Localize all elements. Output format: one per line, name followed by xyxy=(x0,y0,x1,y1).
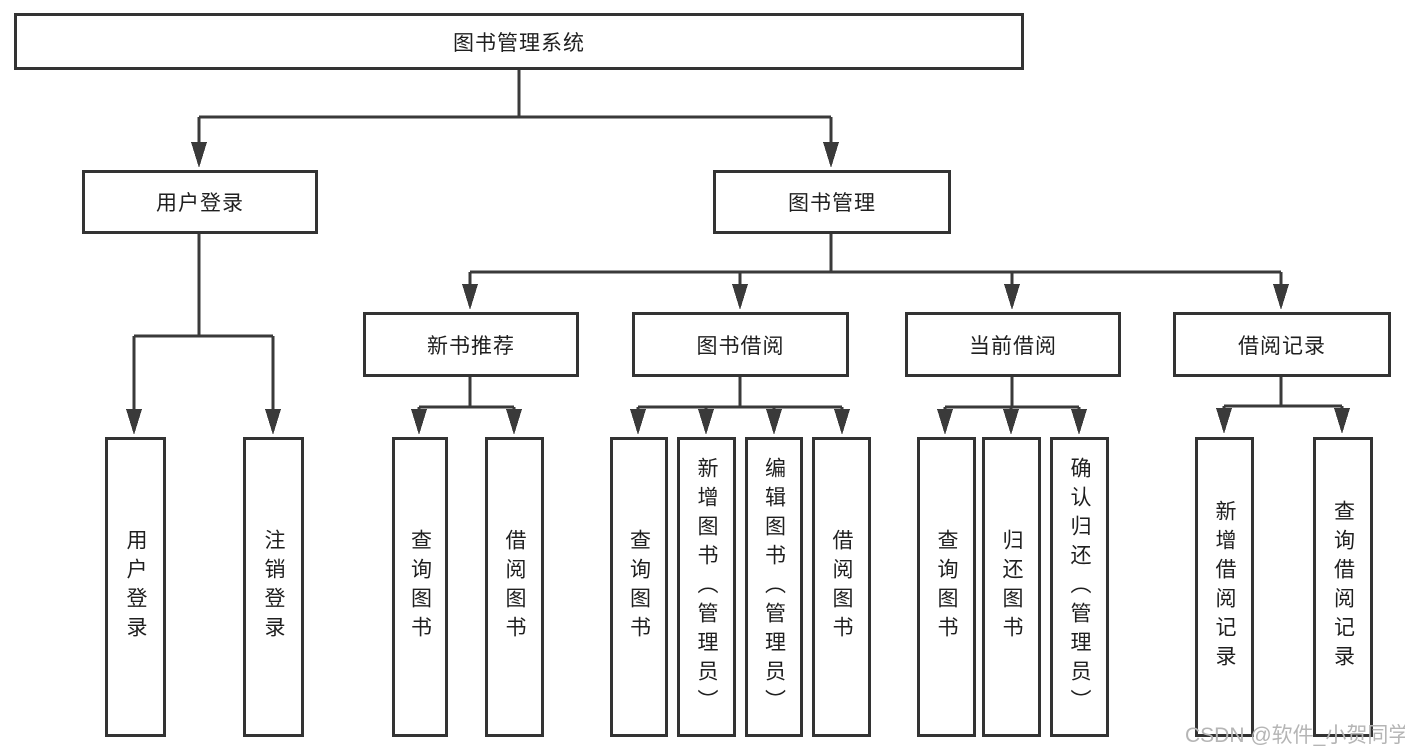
leaf-edit-book-admin-label: 编辑图书（管理员） xyxy=(762,456,786,718)
leaf-user-login-label: 用户登录 xyxy=(124,529,147,645)
leaf-query-book-current: 查询图书 xyxy=(917,437,976,737)
leaf-logout-login: 注销登录 xyxy=(243,437,304,737)
node-user-login-label: 用户登录 xyxy=(156,192,244,215)
arrowheads xyxy=(126,142,1350,435)
leaf-add-borrow-record-label: 新增借阅记录 xyxy=(1213,500,1236,674)
node-borrow-records: 借阅记录 xyxy=(1173,312,1391,377)
leaf-query-book-newrec-label: 查询图书 xyxy=(408,529,432,645)
node-root: 图书管理系统 xyxy=(14,13,1024,70)
node-borrow-records-label: 借阅记录 xyxy=(1238,334,1326,358)
leaf-confirm-return-admin-label: 确认归还（管理员） xyxy=(1068,456,1091,718)
leaf-query-book-newrec: 查询图书 xyxy=(392,437,448,737)
node-new-book-recommend-label: 新书推荐 xyxy=(427,334,515,358)
node-book-borrow: 图书借阅 xyxy=(632,312,849,377)
connector-book-mgmt-children xyxy=(468,232,1283,286)
leaf-query-book-current-label: 查询图书 xyxy=(935,529,958,645)
leaf-query-borrow-record: 查询借阅记录 xyxy=(1313,437,1373,737)
connector-user-login-children xyxy=(132,232,275,410)
leaf-return-book: 归还图书 xyxy=(982,437,1041,737)
leaf-borrow-book-borrow-label: 借阅图书 xyxy=(830,529,853,645)
leaf-add-book-admin-label: 新增图书（管理员） xyxy=(695,456,718,718)
connector-borrow-records-children xyxy=(1222,375,1344,410)
node-book-management-label: 图书管理 xyxy=(788,192,876,215)
node-new-book-recommend: 新书推荐 xyxy=(363,312,579,377)
csdn-watermark: CSDN @软件_小贺同学 xyxy=(1185,724,1405,747)
connector-new-book-children xyxy=(417,375,516,411)
node-current-borrow-label: 当前借阅 xyxy=(969,334,1057,358)
leaf-logout-login-label: 注销登录 xyxy=(262,529,285,645)
leaf-borrow-book-newrec: 借阅图书 xyxy=(485,437,544,737)
connector-book-borrow-children xyxy=(636,375,844,411)
leaf-confirm-return-admin: 确认归还（管理员） xyxy=(1050,437,1109,737)
leaf-edit-book-admin: 编辑图书（管理员） xyxy=(745,437,803,737)
node-book-borrow-label: 图书借阅 xyxy=(696,334,785,358)
leaf-borrow-book-newrec-label: 借阅图书 xyxy=(503,529,526,645)
leaf-add-book-admin: 新增图书（管理员） xyxy=(677,437,736,737)
connector-root-to-level2 xyxy=(197,68,833,144)
node-user-login: 用户登录 xyxy=(82,170,318,234)
leaf-add-borrow-record: 新增借阅记录 xyxy=(1195,437,1254,737)
node-root-label: 图书管理系统 xyxy=(453,31,585,55)
node-current-borrow: 当前借阅 xyxy=(905,312,1121,377)
leaf-query-borrow-record-label: 查询借阅记录 xyxy=(1331,500,1355,674)
leaf-query-book-borrow: 查询图书 xyxy=(610,437,668,737)
leaf-return-book-label: 归还图书 xyxy=(1000,529,1023,645)
node-book-management: 图书管理 xyxy=(713,170,951,234)
connector-current-borrow-children xyxy=(943,375,1081,411)
leaf-query-book-borrow-label: 查询图书 xyxy=(627,529,651,645)
leaf-borrow-book-borrow: 借阅图书 xyxy=(812,437,871,737)
leaf-user-login: 用户登录 xyxy=(105,437,166,737)
